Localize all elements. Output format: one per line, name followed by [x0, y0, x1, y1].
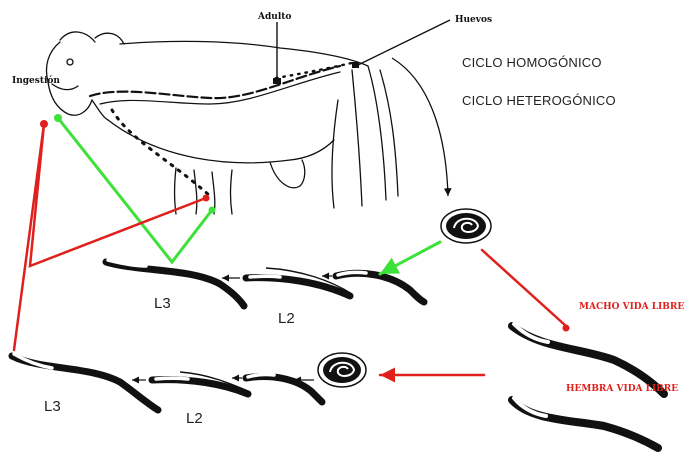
- l3-bottom-label: L3: [44, 398, 61, 415]
- shedding-arrow: [392, 58, 448, 196]
- larva-icon: [246, 268, 352, 296]
- eggs-pointer-line: [356, 20, 450, 66]
- migration-path: [112, 110, 210, 196]
- larva-icon: [152, 372, 250, 394]
- eggs-marker: [352, 62, 359, 68]
- heterogonic-cycle-label: CICLO HETEROGÓNICO: [462, 93, 616, 108]
- female-free-living-label: HEMBRA VIDA LIBRE: [566, 384, 678, 394]
- heterogonic-cycle-arrows: [14, 120, 570, 375]
- l3-top-label: L3: [154, 295, 171, 312]
- egg-passage-path: [276, 62, 356, 78]
- female-adult-worm-icon: [512, 398, 658, 448]
- l2-bottom-label: L2: [186, 410, 203, 427]
- egg-icon: [318, 353, 366, 387]
- egg-icon: [441, 209, 491, 243]
- eggs-label: Huevos: [455, 15, 492, 25]
- homogonic-cycle-label: CICLO HOMOGÓNICO: [462, 55, 602, 70]
- l2-top-label: L2: [278, 310, 295, 327]
- cow-icon: [47, 32, 399, 214]
- larva-icon: [12, 354, 158, 410]
- larva-icon: [246, 374, 322, 402]
- larva-icon: [106, 260, 244, 306]
- male-free-living-label: MACHO VIDA LIBRE: [579, 302, 684, 312]
- adult-marker: [273, 78, 281, 84]
- ingestion-label: Ingestión: [12, 76, 60, 86]
- adult-label: Adulto: [258, 12, 291, 22]
